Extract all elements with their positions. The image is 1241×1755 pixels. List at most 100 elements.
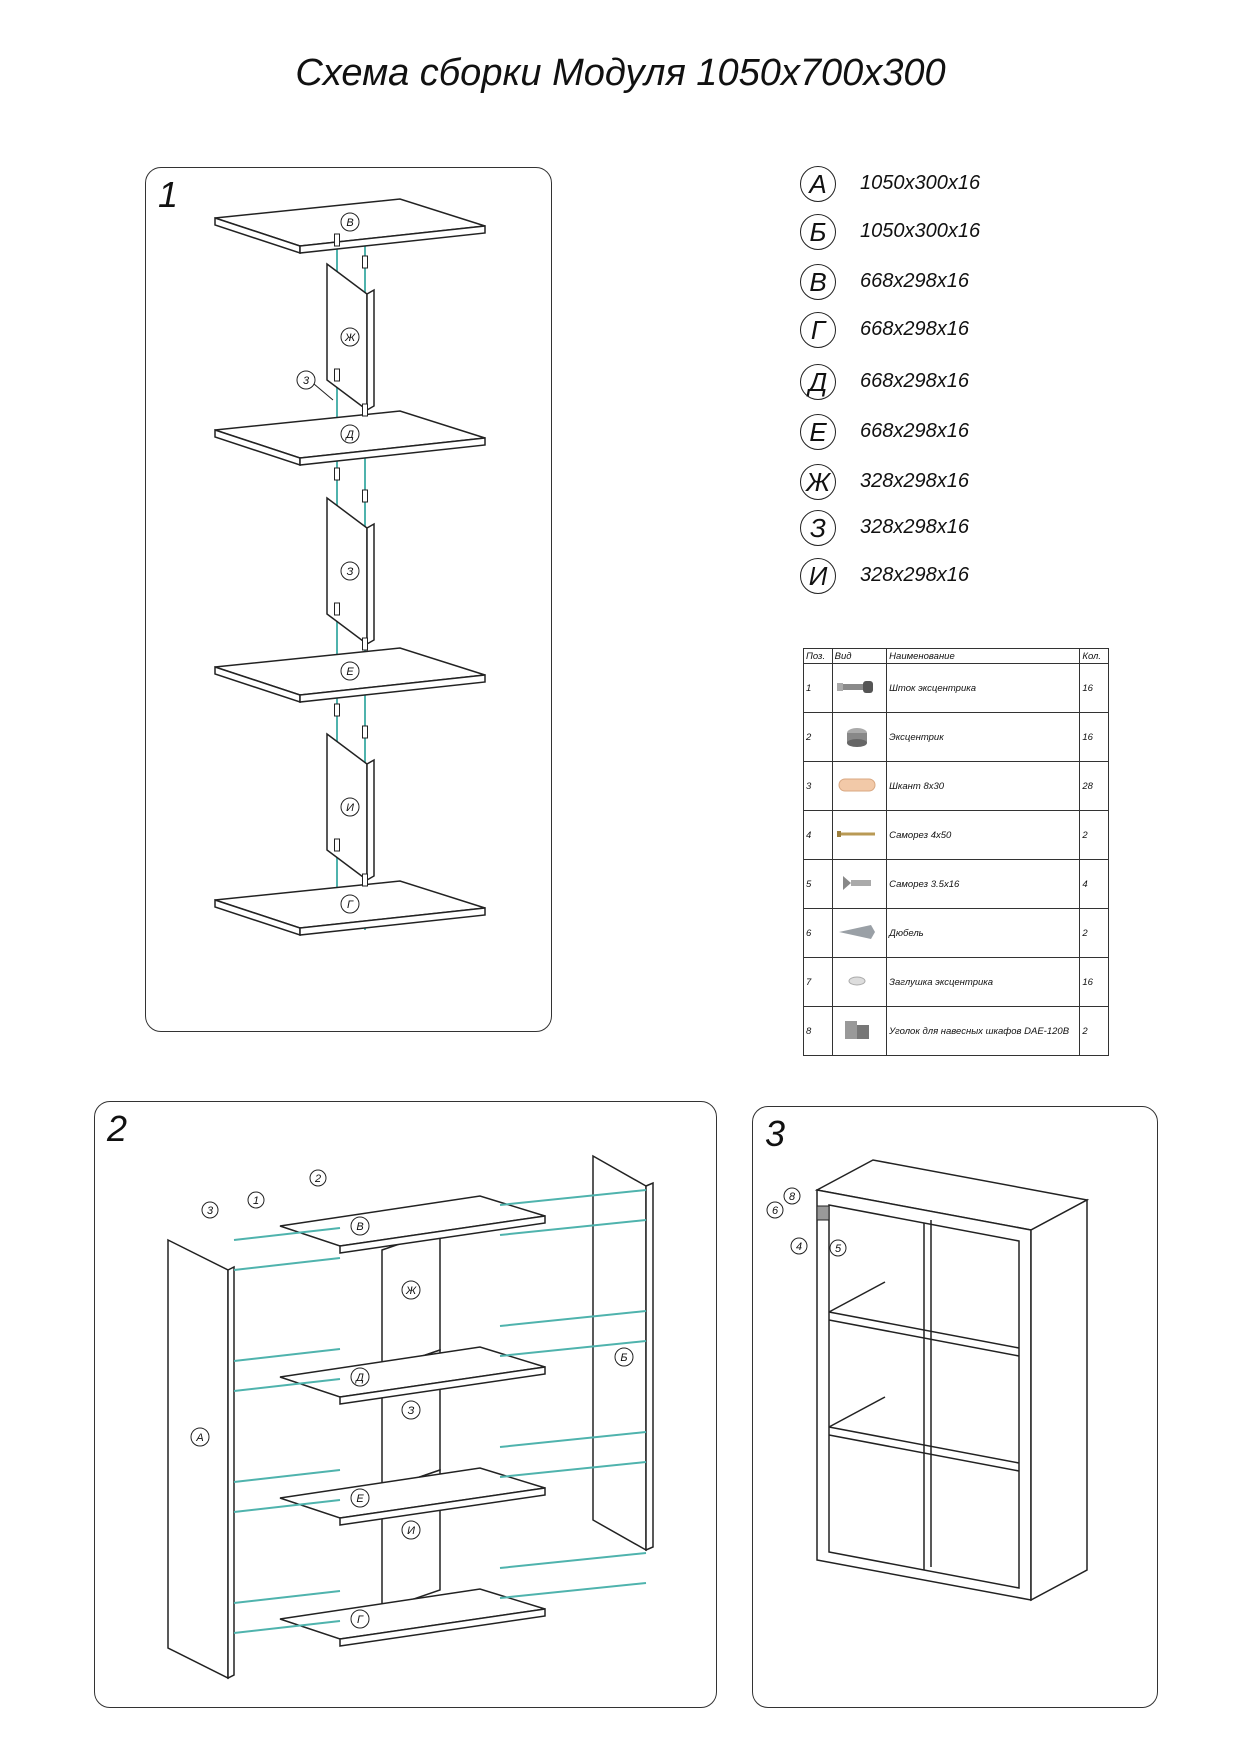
- shelf-edge: [339, 1608, 546, 1647]
- shelf-label-circle: [350, 1488, 370, 1508]
- cam-stem-icon: [362, 403, 368, 417]
- side-label: А: [195, 1432, 203, 1444]
- cell-name: Шкант 8х30: [886, 761, 1081, 811]
- table-header-row: Поз. Вид Наименование Кол.: [803, 648, 1109, 664]
- cam-stem-icon: [362, 637, 368, 651]
- fitting-line: [233, 1348, 341, 1362]
- callout-label-circle: [783, 1187, 801, 1205]
- divider-label: И: [346, 802, 354, 814]
- callout-label: 2: [314, 1173, 321, 1185]
- shelf-label: Г: [347, 899, 354, 911]
- cell-qty: 28: [1079, 761, 1109, 811]
- page-title: Схема сборки Модуля 1050х700х300: [295, 52, 946, 94]
- module-shelf-depth: [828, 1396, 886, 1428]
- divider-label-circle: [340, 327, 360, 347]
- callout-label: 6: [772, 1205, 779, 1217]
- cell-name: Уголок для навесных шкафов DAE-120B: [886, 1006, 1081, 1056]
- cam-stem-icon: [362, 489, 368, 503]
- cell-pos: 5: [803, 859, 833, 909]
- shelf-edge: [339, 1215, 546, 1254]
- panel-number: 1: [158, 174, 179, 215]
- panel-exploded-shelves: 1: [145, 167, 552, 1032]
- legend-dimensions: 328х298х16: [860, 564, 969, 586]
- panel-finished-module: 3: [752, 1106, 1158, 1708]
- fitting-line: [499, 1340, 647, 1357]
- cam-stem-icon: [334, 838, 340, 852]
- cell-qty: 2: [1079, 810, 1109, 860]
- callout-label-circle: [247, 1191, 265, 1209]
- callout-label: 1: [253, 1195, 259, 1207]
- callout-label-circle: [309, 1169, 327, 1187]
- legend-dimensions: 668х298х16: [860, 318, 969, 340]
- short-screw-icon: [835, 872, 885, 897]
- callout-label: 8: [789, 1191, 796, 1203]
- wall-plug-icon: [835, 921, 885, 946]
- shelf-label: Г: [357, 1614, 364, 1626]
- shelf-label: В: [356, 1221, 363, 1233]
- divider-edge: [366, 758, 375, 882]
- legend-dimensions: 668х298х16: [860, 370, 969, 392]
- fitting-line: [499, 1552, 647, 1569]
- cell-qty: 16: [1079, 712, 1109, 762]
- side-label-circle: [614, 1347, 634, 1367]
- shelf-label: Е: [346, 666, 354, 678]
- shelf-label-circle: [340, 661, 360, 681]
- callout-label: 5: [835, 1243, 842, 1255]
- side-label: Б: [620, 1352, 627, 1364]
- legend-letter: Д: [800, 364, 836, 400]
- fitting-line: [233, 1378, 341, 1392]
- fitting-line: [499, 1310, 647, 1327]
- divider-label: З: [347, 566, 354, 578]
- cell-view: [831, 712, 888, 762]
- cell-qty: 16: [1079, 957, 1109, 1007]
- fitting-line: [499, 1219, 647, 1236]
- cell-view: [831, 663, 888, 713]
- cell-view: [831, 859, 888, 909]
- side-label-circle: [190, 1427, 210, 1447]
- divider-edge: [366, 288, 375, 412]
- shelf-label-circle: [350, 1216, 370, 1236]
- legend-dimensions: 1050х300х16: [860, 172, 981, 194]
- divider-label: З: [408, 1405, 415, 1417]
- legend-dimensions: 1050х300х16: [860, 220, 981, 242]
- callout-label: 3: [303, 375, 310, 387]
- shelf-label-circle: [340, 894, 360, 914]
- shelf-edge: [299, 907, 486, 936]
- cell-name: Саморез 4х50: [886, 810, 1081, 860]
- shelf-edge: [299, 437, 486, 466]
- legend-letter: З: [800, 510, 836, 546]
- shelf-label: Е: [356, 1493, 364, 1505]
- cam-stem-icon: [362, 873, 368, 887]
- callout-label: 3: [207, 1205, 214, 1217]
- callout-label-circle: [766, 1201, 784, 1219]
- legend-letter: Г: [800, 312, 836, 348]
- fitting-line: [233, 1620, 341, 1634]
- fitting-line: [499, 1431, 647, 1448]
- cam-stem-icon: [835, 676, 885, 701]
- panel-carcass-assembly: 2: [94, 1101, 717, 1708]
- cam-stem-icon: [362, 255, 368, 269]
- callout-label-circle: [201, 1201, 219, 1219]
- legend-dimensions: 668х298х16: [860, 420, 969, 442]
- shelf-edge: [299, 674, 486, 703]
- cam-stem-icon: [334, 703, 340, 717]
- cell-qty: 4: [1079, 859, 1109, 909]
- shelf-edge: [339, 1487, 546, 1526]
- fitting-line: [233, 1469, 341, 1483]
- shelf-label: В: [346, 217, 353, 229]
- divider-label: Ж: [344, 332, 356, 344]
- module-shelf-edge: [828, 1319, 1020, 1357]
- cam-cap-icon: [835, 973, 885, 992]
- hanging-bracket-icon: [835, 1017, 885, 1046]
- legend-letter: Б: [800, 214, 836, 250]
- module-shelf-edge: [828, 1434, 1020, 1472]
- cell-view: [831, 761, 888, 811]
- fitting-line: [499, 1189, 647, 1206]
